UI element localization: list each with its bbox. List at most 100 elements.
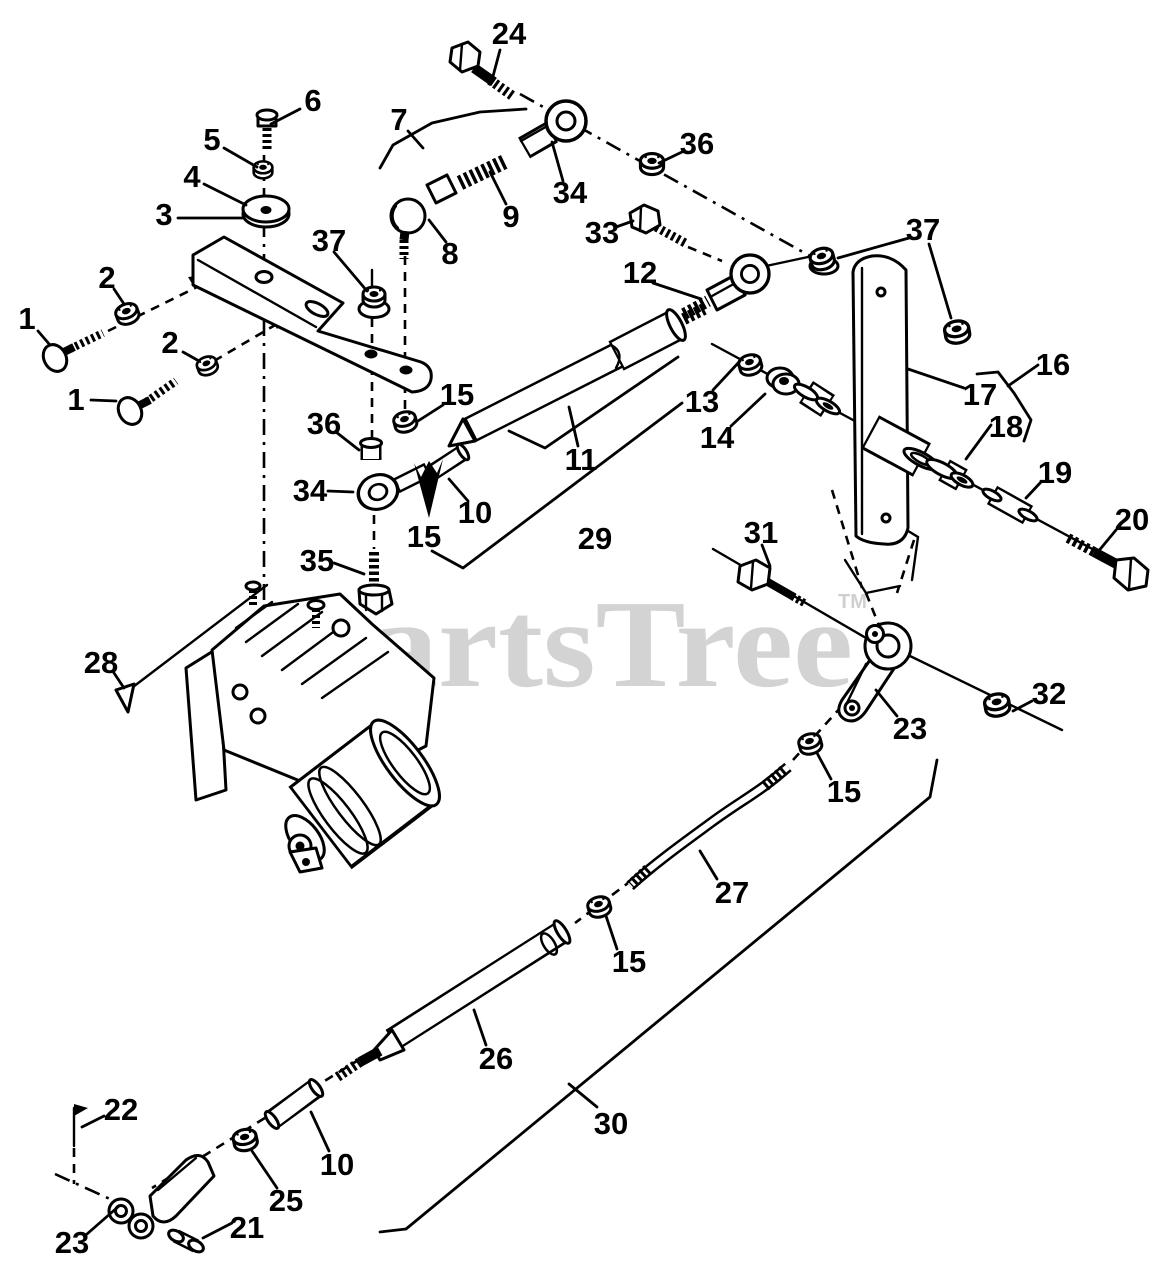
callout-label-24: 24 <box>492 16 527 51</box>
callout-label-17: 17 <box>963 377 997 412</box>
nut-37-plate-right <box>941 317 973 347</box>
callout-leader-19 <box>1024 480 1043 500</box>
spacer-19 <box>981 485 1039 525</box>
callout-label-18: 18 <box>989 409 1023 444</box>
callout-leader-6 <box>269 107 302 126</box>
callout-leader-2 <box>181 350 201 363</box>
clevis-pin-21 <box>167 1228 205 1254</box>
callout-leader-15 <box>815 751 833 781</box>
callout-leader-31 <box>760 543 772 568</box>
nut-15-rod-26 <box>584 892 614 921</box>
callout-leader-12 <box>651 281 703 301</box>
callout-leader-37 <box>836 236 911 260</box>
callout-label-26: 26 <box>479 1041 513 1076</box>
callout-leader-1 <box>36 329 52 347</box>
callout-label-7: 7 <box>390 102 407 137</box>
callout-label-15: 15 <box>827 774 861 809</box>
bolt-1-lower <box>116 377 179 426</box>
callout-leader-17 <box>906 367 966 390</box>
callout-leader-9 <box>488 170 508 206</box>
bolt-35 <box>357 552 394 616</box>
rod-end-34-top <box>518 99 588 159</box>
callout-label-30: 30 <box>594 1106 628 1141</box>
callout-label-13: 13 <box>685 384 719 419</box>
callout-label-29: 29 <box>578 521 612 556</box>
spacer-10-mid <box>425 442 471 482</box>
bolt-1-upper <box>41 329 105 373</box>
callout-label-9: 9 <box>502 199 519 234</box>
callout-label-28: 28 <box>84 645 118 680</box>
callout-leader-17 <box>975 370 1033 443</box>
callout-label-6: 6 <box>304 83 321 118</box>
callout-label-2: 2 <box>161 325 178 360</box>
callout-leader-34 <box>326 489 355 494</box>
callout-leader-15 <box>604 914 619 951</box>
callout-leader-23 <box>874 688 899 718</box>
callout-label-2: 2 <box>98 260 115 295</box>
callout-leader-7 <box>378 107 528 170</box>
callout-label-34: 34 <box>293 473 328 508</box>
threaded-link-9 <box>456 154 510 190</box>
callout-label-15: 15 <box>407 519 441 554</box>
callout-label-19: 19 <box>1038 455 1072 490</box>
callout-leader-36 <box>334 430 361 452</box>
grommet-bushing <box>792 381 842 417</box>
washer-14 <box>765 366 801 396</box>
callout-label-1: 1 <box>18 301 35 336</box>
callout-label-12: 12 <box>623 255 657 290</box>
callout-label-15: 15 <box>612 944 646 979</box>
washer-4 <box>241 194 291 229</box>
callout-label-3: 3 <box>155 197 172 232</box>
callout-label-34: 34 <box>553 175 588 210</box>
ball-joint-8 <box>389 173 458 259</box>
control-rod-11 <box>447 303 707 448</box>
callout-label-16: 16 <box>1036 347 1070 382</box>
callout-leader-28 <box>112 671 126 690</box>
bolt-6 <box>255 108 279 151</box>
callout-label-37: 37 <box>312 223 346 258</box>
callout-label-8: 8 <box>441 236 458 271</box>
callout-label-27: 27 <box>715 875 749 910</box>
callout-leader-4 <box>202 182 248 207</box>
callout-leader-23 <box>85 1204 121 1236</box>
callout-leader-29 <box>507 355 680 450</box>
callout-leader-15 <box>416 403 445 423</box>
callout-label-32: 32 <box>1032 676 1066 711</box>
callout-leader-13 <box>711 359 742 392</box>
callout-label-21: 21 <box>230 1210 264 1245</box>
callout-leader-16 <box>1006 363 1040 388</box>
callout-leader-29 <box>430 401 684 570</box>
callout-label-1: 1 <box>67 382 84 417</box>
nut-15-bracket-arm <box>390 407 420 436</box>
callout-leader-32 <box>1011 699 1034 713</box>
callout-label-36: 36 <box>307 406 341 441</box>
callout-leader-1 <box>89 398 118 403</box>
callout-leader-21 <box>201 1221 234 1240</box>
callout-leader-10 <box>309 1110 331 1153</box>
rod-end-34-left <box>351 462 432 517</box>
callout-label-35: 35 <box>300 543 334 578</box>
clevis-23-bottom <box>107 1154 216 1240</box>
callout-leader-27 <box>698 849 719 881</box>
callout-label-14: 14 <box>700 420 735 455</box>
bolt-31 <box>736 558 808 608</box>
callout-label-15: 15 <box>440 377 474 412</box>
flanged-washer-18 <box>925 457 975 491</box>
parts-layer <box>41 40 1150 1254</box>
callout-leader-30 <box>567 1082 599 1109</box>
callout-leader-30 <box>378 758 939 1234</box>
nut-2-upper <box>112 299 143 329</box>
callout-leader-26 <box>472 1008 488 1047</box>
rod-end-12 <box>681 253 771 320</box>
callout-label-33: 33 <box>585 215 619 250</box>
nut-13 <box>735 350 765 379</box>
direction-arrow-down <box>414 459 443 518</box>
callout-label-23: 23 <box>893 711 927 746</box>
callout-leader-24 <box>490 48 502 82</box>
callout-leader-37 <box>927 242 953 320</box>
bolt-20 <box>1065 533 1150 592</box>
bolt-33 <box>628 203 690 248</box>
nut-36-left <box>359 437 383 460</box>
